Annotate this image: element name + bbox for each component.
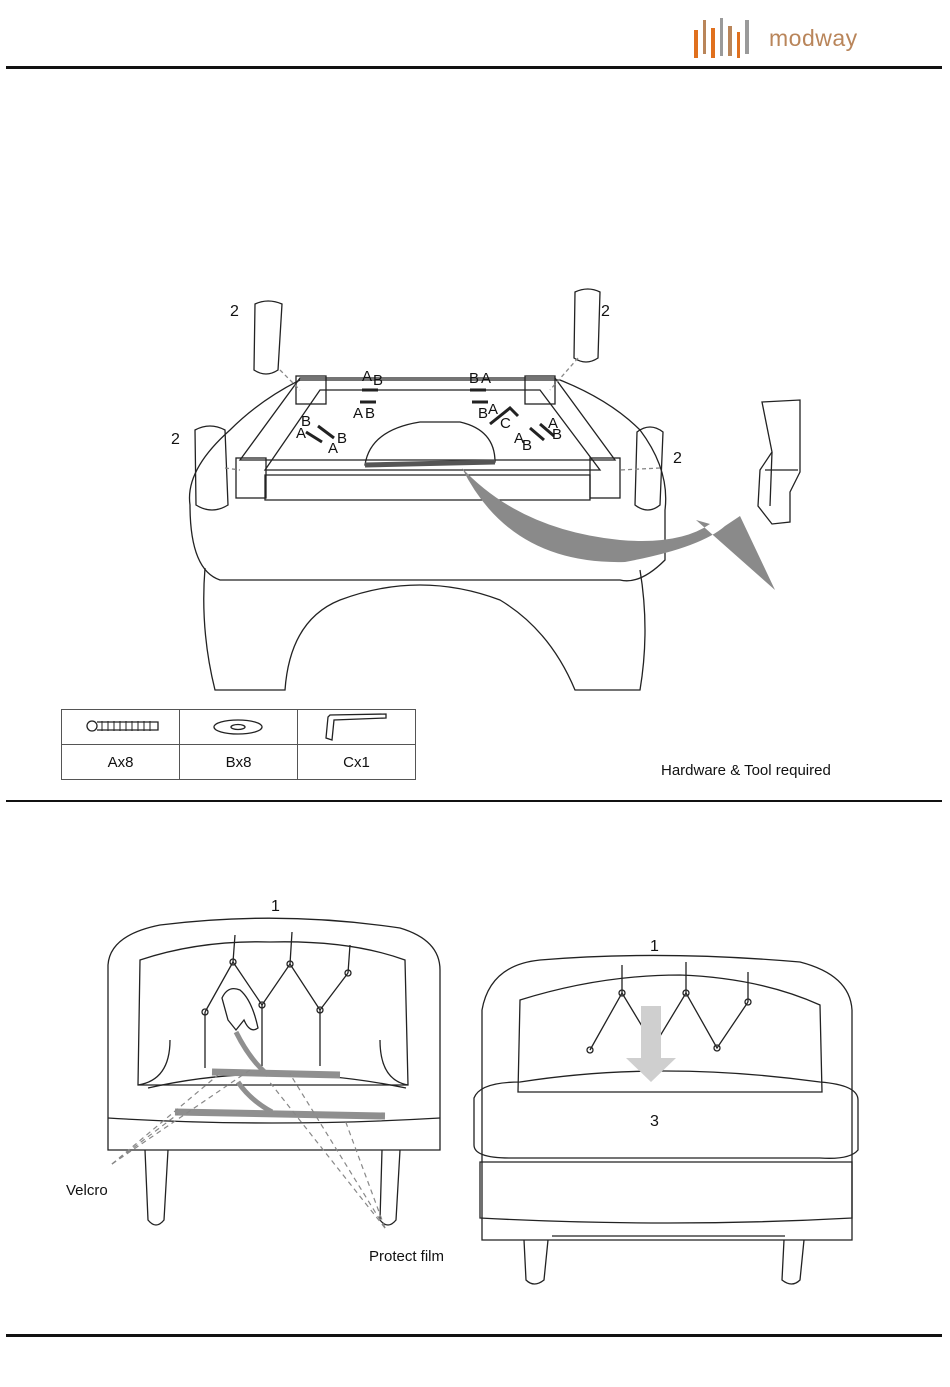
cushion-callout: 3 bbox=[650, 1113, 659, 1131]
backrest-callout: 1 bbox=[271, 898, 280, 916]
backrest-callout: 1 bbox=[650, 938, 659, 956]
velcro-label: Velcro bbox=[66, 1182, 108, 1199]
footer-divider bbox=[6, 1334, 942, 1337]
protect-film-label: Protect film bbox=[369, 1248, 444, 1265]
